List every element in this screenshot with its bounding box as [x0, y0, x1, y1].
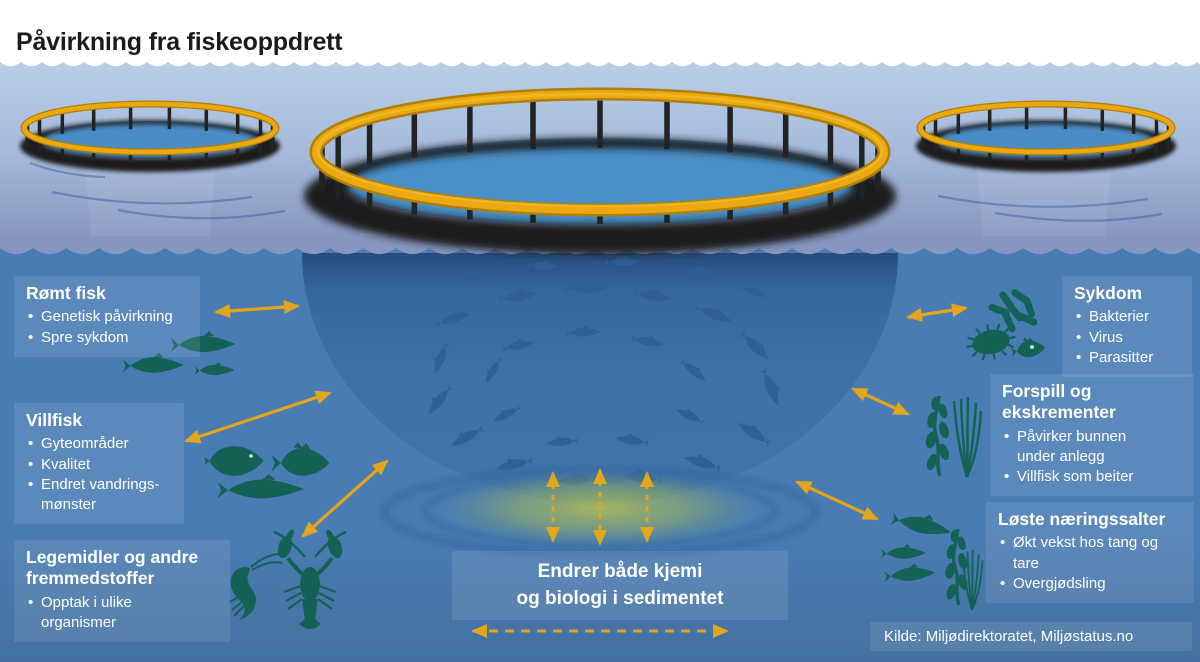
panel-title: Løste næringssalter	[998, 509, 1166, 529]
seaweed-icons	[922, 394, 983, 479]
sediment-note-line1: Endrer både kjemi	[537, 561, 703, 582]
exchange-arrow-loste	[795, 480, 879, 521]
bullet-list: Økt vekst hos tang og tareOvergjødsling	[998, 533, 1182, 594]
bullet-item: Opptak i ulike organismer	[26, 593, 161, 634]
right-fish-cage	[916, 100, 1176, 172]
center-fish-cage	[304, 87, 896, 254]
source-credit: Kilde: Miljødirektoratet, Miljøstatus.no	[870, 622, 1192, 651]
virus-icon	[966, 323, 1016, 361]
bullet-item: Overgjødsling	[998, 574, 1165, 595]
bullet-item: Genetisk påvirkning	[26, 307, 188, 328]
sediment-exchange-arrows	[546, 468, 654, 546]
page-title: Påvirkning fra fiskeoppdrett	[16, 27, 343, 56]
bullet-item: Økt vekst hos tang og tare	[998, 533, 1165, 574]
sediment-note-line2: og biologi i sedimentet	[516, 587, 724, 609]
exchange-arrow-romt-fisk	[214, 300, 300, 318]
bacteria-icon	[988, 289, 1038, 333]
panel-sykdom: Sykdom BakterierVirusParasitter	[1062, 276, 1192, 378]
bullet-list: BakterierVirusParasitter	[1074, 307, 1180, 368]
bullet-list: Opptak i ulike organismer	[26, 593, 218, 634]
lobster-icon	[273, 529, 347, 629]
exchange-arrow-villfisk	[184, 390, 332, 444]
parasite-icon	[1009, 335, 1047, 360]
bullet-item: Parasitter	[1074, 348, 1180, 369]
bullet-item: Bakterier	[1074, 307, 1180, 328]
bullet-item: Virus	[1074, 328, 1180, 349]
panel-title: Sykdom	[1074, 283, 1143, 303]
bullet-item: Påvirker bunnen under anlegg	[1002, 427, 1167, 468]
exchange-arrows	[184, 300, 968, 638]
panel-loste-naeringssalter: Løste næringssalter Økt vekst hos tang o…	[986, 502, 1194, 604]
wild-fish-icons	[204, 442, 330, 499]
bullet-item: Gyteområder	[26, 434, 172, 455]
bullet-list: GyteområderKvalitetEndret vandrings-møns…	[26, 434, 172, 515]
panel-title: Forspill og ekskrementer	[1002, 381, 1116, 423]
panel-title: Villfisk	[26, 410, 83, 430]
panel-title: Legemidler og andre fremmedstoffer	[26, 547, 199, 589]
nutrient-fish-icons	[880, 505, 984, 611]
panel-forspill: Forspill og ekskrementer Påvirker bunnen…	[990, 374, 1194, 497]
ripples	[29, 161, 1163, 222]
exchange-arrow-forspill	[851, 387, 910, 416]
panel-villfisk: Villfisk GyteområderKvalitetEndret vandr…	[14, 403, 184, 525]
left-fish-cage	[20, 100, 280, 172]
bullet-list: Genetisk påvirkningSpre sykdom	[26, 307, 188, 348]
panel-legemidler: Legemidler og andre fremmedstoffer Oppta…	[14, 540, 230, 643]
bullet-item: Villfisk som beiter	[1002, 467, 1167, 488]
exchange-arrow-sykdom	[906, 303, 968, 322]
bullet-item: Spre sykdom	[26, 328, 188, 349]
exchange-arrow-legemidler	[301, 459, 389, 538]
bullet-list: Påvirker bunnen under anleggVillfisk som…	[1002, 427, 1182, 488]
shrimp-icon	[229, 553, 283, 620]
bullet-item: Endret vandrings-mønster	[26, 475, 172, 516]
bullet-item: Kvalitet	[26, 455, 172, 476]
panel-sediment-note: Endrer både kjemi og biologi i sedimente…	[452, 551, 788, 621]
sediment-note: Endrer både kjemi og biologi i sedimente…	[462, 559, 778, 612]
panel-title: Rømt fisk	[26, 283, 106, 303]
panel-romt-fisk: Rømt fisk Genetisk påvirkningSpre sykdom	[14, 276, 200, 357]
title-bar	[0, 0, 1200, 58]
